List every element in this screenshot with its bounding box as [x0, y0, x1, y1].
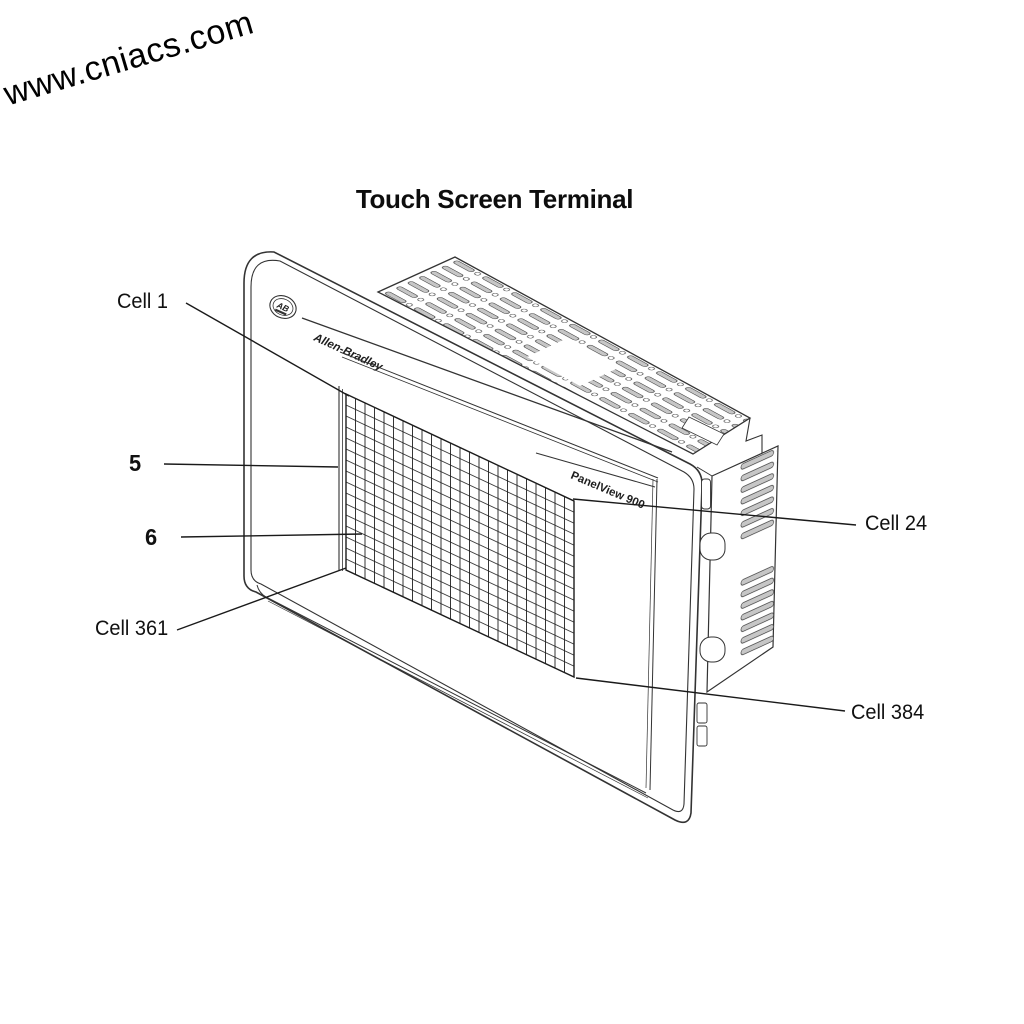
glass-top-edge — [340, 352, 658, 478]
leader-num-5 — [164, 464, 338, 467]
callout-cell-384: Cell 384 — [851, 701, 925, 724]
mounting-notch — [682, 417, 724, 445]
leader-cell-24 — [573, 499, 856, 525]
touch-grid — [346, 394, 574, 677]
leader-cell-361 — [177, 568, 346, 630]
glass-right-edge — [650, 479, 657, 790]
ab-logo: AB — [266, 291, 300, 322]
leader-cell-1 — [186, 303, 349, 396]
leader-cell-384 — [576, 678, 845, 711]
connector-knob-upper — [700, 533, 725, 560]
bezel-inner-line — [251, 260, 694, 811]
side-vent-group-bottom — [738, 561, 776, 658]
brand-groove-line — [302, 318, 672, 452]
side-vent-group-top — [740, 447, 777, 544]
callout-num-5: 5 — [129, 450, 142, 476]
side-latch-tab — [702, 479, 711, 509]
figure-title: Touch Screen Terminal — [355, 184, 634, 214]
glass-right-edge-inner — [646, 479, 653, 788]
mounting-tab-upper — [697, 703, 707, 723]
glass-bottom-edge-inner — [268, 601, 648, 798]
glass-top-edge-inner — [342, 357, 658, 482]
callout-num-6: 6 — [145, 524, 158, 550]
callout-cell-361: Cell 361 — [95, 617, 169, 640]
model-strip-line — [536, 453, 655, 487]
callout-cell-24: Cell 24 — [865, 512, 928, 535]
leader-num-6 — [181, 534, 362, 537]
callout-cell-1: Cell 1 — [117, 290, 169, 313]
mounting-tab-lower — [697, 726, 707, 746]
connector-knob-lower — [700, 637, 725, 662]
vent-gap-patch — [527, 340, 616, 386]
bezel-to-panel-edge — [697, 467, 712, 476]
